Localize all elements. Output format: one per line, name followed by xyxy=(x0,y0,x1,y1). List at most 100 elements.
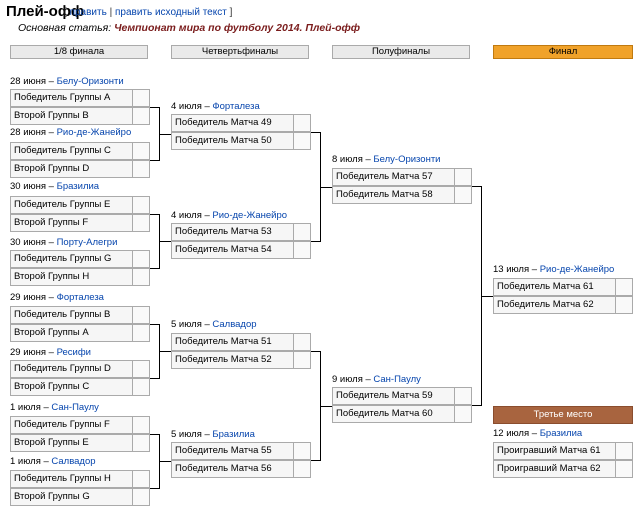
team-name: Победитель Матча 49 xyxy=(172,115,294,131)
team-name: Победитель Группы A xyxy=(11,90,133,106)
score-cell xyxy=(294,352,310,368)
team-row: Победитель Матча 57 xyxy=(332,168,472,186)
venue-link[interactable]: Рио-де-Жанейро xyxy=(56,127,132,138)
match-label: 28 июня – Рио-де-Жанейро xyxy=(10,127,131,138)
match-date: 4 июля – xyxy=(171,210,213,221)
team-row: Победитель Матча 62 xyxy=(493,296,633,314)
venue-link[interactable]: Салвадор xyxy=(51,456,96,467)
bracket-connector xyxy=(472,186,481,187)
bracket-connector xyxy=(150,160,159,161)
team-row: Победитель Группы C xyxy=(10,142,150,160)
team-name: Второй Группы B xyxy=(11,108,133,124)
match-date: 29 июня – xyxy=(10,292,57,303)
team-name: Победитель Матча 50 xyxy=(172,133,294,149)
score-cell xyxy=(133,143,149,159)
match-date: 28 июня – xyxy=(10,127,57,138)
round-header-final: Финал xyxy=(493,45,633,59)
venue-link[interactable]: Форталеза xyxy=(56,292,104,303)
team-row: Победитель Группы A xyxy=(10,89,150,107)
bracket-connector xyxy=(311,351,320,352)
venue-link[interactable]: Белу-Оризонти xyxy=(373,154,441,165)
score-cell xyxy=(455,406,471,422)
score-cell xyxy=(133,489,149,505)
team-row: Победитель Группы F xyxy=(10,416,150,434)
score-cell xyxy=(133,269,149,285)
team-name: Победитель Матча 56 xyxy=(172,461,294,477)
venue-link[interactable]: Рио-де-Жанейро xyxy=(539,264,615,275)
match-label: 30 июня – Бразилиа xyxy=(10,181,99,192)
team-name: Победитель Матча 54 xyxy=(172,242,294,258)
edit-separator: | xyxy=(109,7,115,18)
team-row: Второй Группы A xyxy=(10,324,150,342)
team-name: Победитель Группы E xyxy=(11,197,133,213)
score-cell xyxy=(133,108,149,124)
score-cell xyxy=(133,417,149,433)
match-label: 13 июля – Рио-де-Жанейро xyxy=(493,264,614,275)
score-cell xyxy=(133,361,149,377)
team-name: Второй Группы C xyxy=(11,379,133,395)
venue-link[interactable]: Бразилиа xyxy=(539,428,583,439)
venue-link[interactable]: Бразилиа xyxy=(212,429,255,440)
match-date: 5 июля – xyxy=(171,429,213,440)
venue-link[interactable]: Бразилиа xyxy=(56,181,100,192)
team-row: Победитель Матча 60 xyxy=(332,405,472,423)
team-row: Второй Группы E xyxy=(10,434,150,452)
team-name: Второй Группы G xyxy=(11,489,133,505)
team-name: Второй Группы E xyxy=(11,435,133,451)
match-label: 5 июля – Салвадор xyxy=(171,319,257,330)
team-row: Победитель Группы E xyxy=(10,196,150,214)
team-row: Победитель Матча 55 xyxy=(171,442,311,460)
score-cell xyxy=(455,187,471,203)
team-row: Победитель Матча 50 xyxy=(171,132,311,150)
match-label: 29 июня – Форталеза xyxy=(10,292,104,303)
team-name: Второй Группы H xyxy=(11,269,133,285)
team-row: Второй Группы H xyxy=(10,268,150,286)
bracket-connector xyxy=(159,461,171,462)
venue-link[interactable]: Порту-Алегри xyxy=(56,237,118,248)
match-date: 5 июля – xyxy=(171,319,213,330)
team-row: Победитель Матча 53 xyxy=(171,223,311,241)
team-name: Проигравший Матча 62 xyxy=(494,461,616,477)
venue-link[interactable]: Рио-де-Жанейро xyxy=(212,210,288,221)
team-name: Победитель Матча 60 xyxy=(333,406,455,422)
team-row: Второй Группы D xyxy=(10,160,150,178)
team-name: Победитель Группы B xyxy=(11,307,133,323)
edit-close-bracket: ] xyxy=(229,7,233,18)
team-name: Победитель Группы H xyxy=(11,471,133,487)
score-cell xyxy=(133,215,149,231)
score-cell xyxy=(133,197,149,213)
bracket-connector xyxy=(150,324,159,325)
team-row: Победитель Матча 59 xyxy=(332,387,472,405)
score-cell xyxy=(294,133,310,149)
score-cell xyxy=(133,379,149,395)
bracket-connector xyxy=(150,378,159,379)
main-article-link[interactable]: Чемпионат мира по футболу 2014. Плей-офф xyxy=(114,22,361,34)
round-header-third-place: Третье место xyxy=(493,406,633,424)
score-cell xyxy=(455,169,471,185)
match-date: 13 июля – xyxy=(493,264,540,275)
team-name: Второй Группы F xyxy=(11,215,133,231)
edit-source-link[interactable]: править исходный текст xyxy=(114,7,227,18)
bracket-connector xyxy=(150,107,159,108)
match-label: 12 июля – Бразилиа xyxy=(493,428,582,439)
venue-link[interactable]: Сан-Паулу xyxy=(51,402,99,413)
team-row: Проигравший Матча 62 xyxy=(493,460,633,478)
score-cell xyxy=(616,297,632,313)
venue-link[interactable]: Белу-Оризонти xyxy=(56,76,124,87)
venue-link[interactable]: Салвадор xyxy=(212,319,257,330)
round-header-r16: 1/8 финала xyxy=(10,45,148,59)
bracket-connector xyxy=(311,460,320,461)
venue-link[interactable]: Форталеза xyxy=(212,101,260,112)
bracket-connector xyxy=(150,434,159,435)
team-row: Второй Группы B xyxy=(10,107,150,125)
team-name: Победитель Матча 59 xyxy=(333,388,455,404)
team-name: Победитель Матча 61 xyxy=(494,279,616,295)
venue-link[interactable]: Ресифи xyxy=(56,347,91,358)
team-name: Проигравший Матча 61 xyxy=(494,443,616,459)
team-name: Победитель Матча 53 xyxy=(172,224,294,240)
bracket-connector xyxy=(311,132,320,133)
match-label: 4 июля – Форталеза xyxy=(171,101,260,112)
edit-link[interactable]: править xyxy=(69,7,107,18)
match-date: 8 июля – xyxy=(332,154,374,165)
venue-link[interactable]: Сан-Паулу xyxy=(373,374,421,385)
